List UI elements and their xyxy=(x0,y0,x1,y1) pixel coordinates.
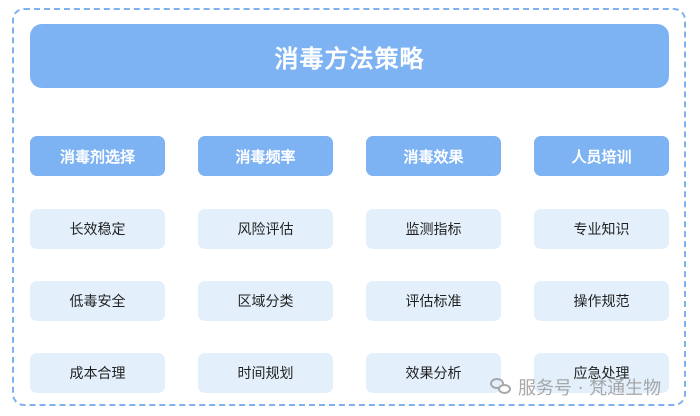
title-banner: 消毒方法策略 xyxy=(30,24,669,88)
diagram-frame xyxy=(12,8,686,406)
column-item: 低毒安全 xyxy=(30,281,165,321)
column-item: 成本合理 xyxy=(30,353,165,393)
watermark: 服务号 · 梵通生物 xyxy=(490,374,661,400)
column-item: 操作规范 xyxy=(534,281,669,321)
column-item: 风险评估 xyxy=(198,209,333,249)
diagram-title: 消毒方法策略 xyxy=(274,44,425,73)
column-header: 人员培训 xyxy=(534,136,669,176)
column-item: 应急处理 xyxy=(534,353,669,393)
column-item: 效果分析 xyxy=(366,353,501,393)
column-item: 区域分类 xyxy=(198,281,333,321)
column-item: 监测指标 xyxy=(366,209,501,249)
column-item: 评估标准 xyxy=(366,281,501,321)
column-item: 时间规划 xyxy=(198,353,333,393)
column-header: 消毒效果 xyxy=(366,136,501,176)
column-item: 长效稳定 xyxy=(30,209,165,249)
watermark-text: 服务号 · 梵通生物 xyxy=(518,378,662,399)
wechat-icon xyxy=(490,378,512,396)
column-item: 专业知识 xyxy=(534,209,669,249)
column-header: 消毒剂选择 xyxy=(30,136,165,176)
column-header: 消毒频率 xyxy=(198,136,333,176)
